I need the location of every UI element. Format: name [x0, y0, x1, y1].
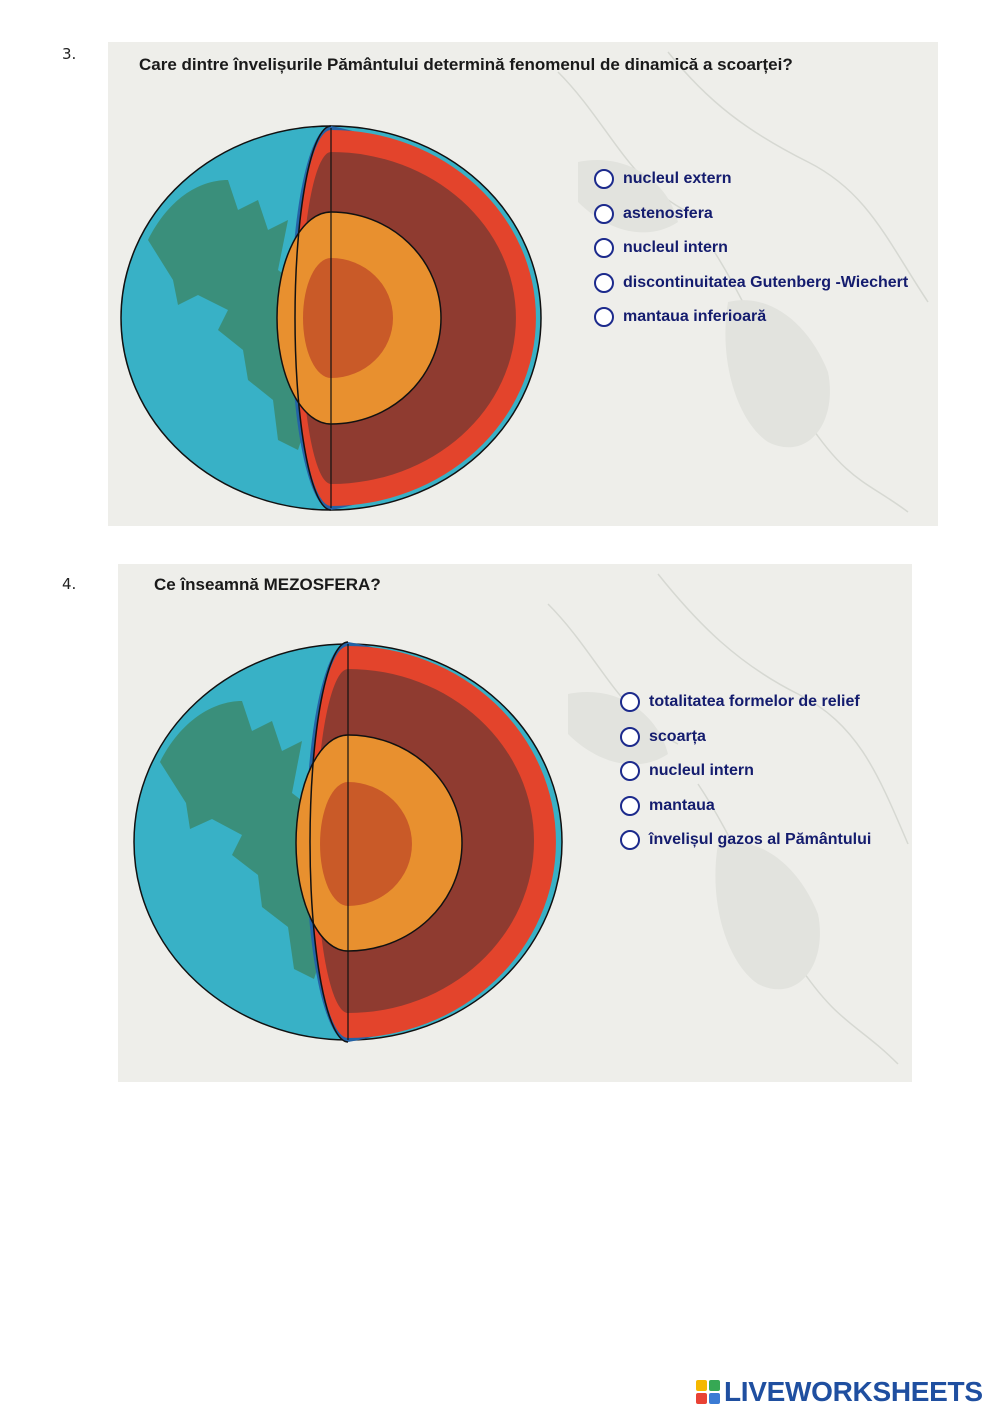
- question-3-number: 3.: [62, 45, 77, 63]
- answer-option[interactable]: discontinuitatea Gutenberg -Wiechert: [594, 266, 908, 301]
- radio-button[interactable]: [620, 761, 640, 782]
- answer-option[interactable]: nucleul intern: [594, 231, 908, 266]
- hemisphere-outline: [294, 125, 332, 511]
- question-3-options: nucleul extern astenosfera nucleul inter…: [594, 162, 908, 335]
- question-4-options: totalitatea formelor de relief scoarța n…: [620, 685, 871, 858]
- answer-option[interactable]: învelișul gazos al Pământului: [620, 823, 871, 858]
- radio-button[interactable]: [620, 726, 640, 747]
- hemisphere-outline: [309, 641, 349, 1043]
- radio-button[interactable]: [594, 169, 614, 190]
- radio-button[interactable]: [620, 830, 640, 851]
- question-3-title: Care dintre învelișurile Pământului dete…: [139, 55, 793, 74]
- liveworksheets-logo-icon: [696, 1380, 720, 1404]
- question-4-panel: Ce înseamnă MEZOSFERA? totalitatea forme…: [118, 564, 912, 1082]
- radio-button[interactable]: [594, 307, 614, 328]
- continents-land: [160, 701, 344, 979]
- continents-land: [148, 180, 328, 450]
- answer-option[interactable]: nucleul intern: [620, 754, 871, 789]
- radio-button[interactable]: [594, 238, 614, 259]
- inner-core: [303, 258, 393, 378]
- answer-option[interactable]: nucleul extern: [594, 162, 908, 197]
- liveworksheets-logo[interactable]: LIVEWORKSHEETS: [696, 1376, 983, 1408]
- radio-button[interactable]: [594, 203, 614, 224]
- answer-option[interactable]: mantaua inferioară: [594, 300, 908, 335]
- answer-option[interactable]: astenosfera: [594, 197, 908, 232]
- earth-layers-diagram: [133, 641, 563, 1043]
- question-4-title: Ce înseamnă MEZOSFERA?: [154, 575, 381, 594]
- radio-button[interactable]: [594, 272, 614, 293]
- earth-layers-diagram: [120, 125, 542, 511]
- radio-button[interactable]: [620, 795, 640, 816]
- inner-core: [320, 782, 412, 906]
- question-4-number: 4.: [62, 575, 77, 593]
- question-3-panel: Care dintre învelișurile Pământului dete…: [108, 42, 938, 526]
- answer-option[interactable]: mantaua: [620, 789, 871, 824]
- logo-text: LIVEWORKSHEETS: [724, 1376, 983, 1407]
- answer-option[interactable]: scoarța: [620, 720, 871, 755]
- radio-button[interactable]: [620, 692, 640, 713]
- answer-option[interactable]: totalitatea formelor de relief: [620, 685, 871, 720]
